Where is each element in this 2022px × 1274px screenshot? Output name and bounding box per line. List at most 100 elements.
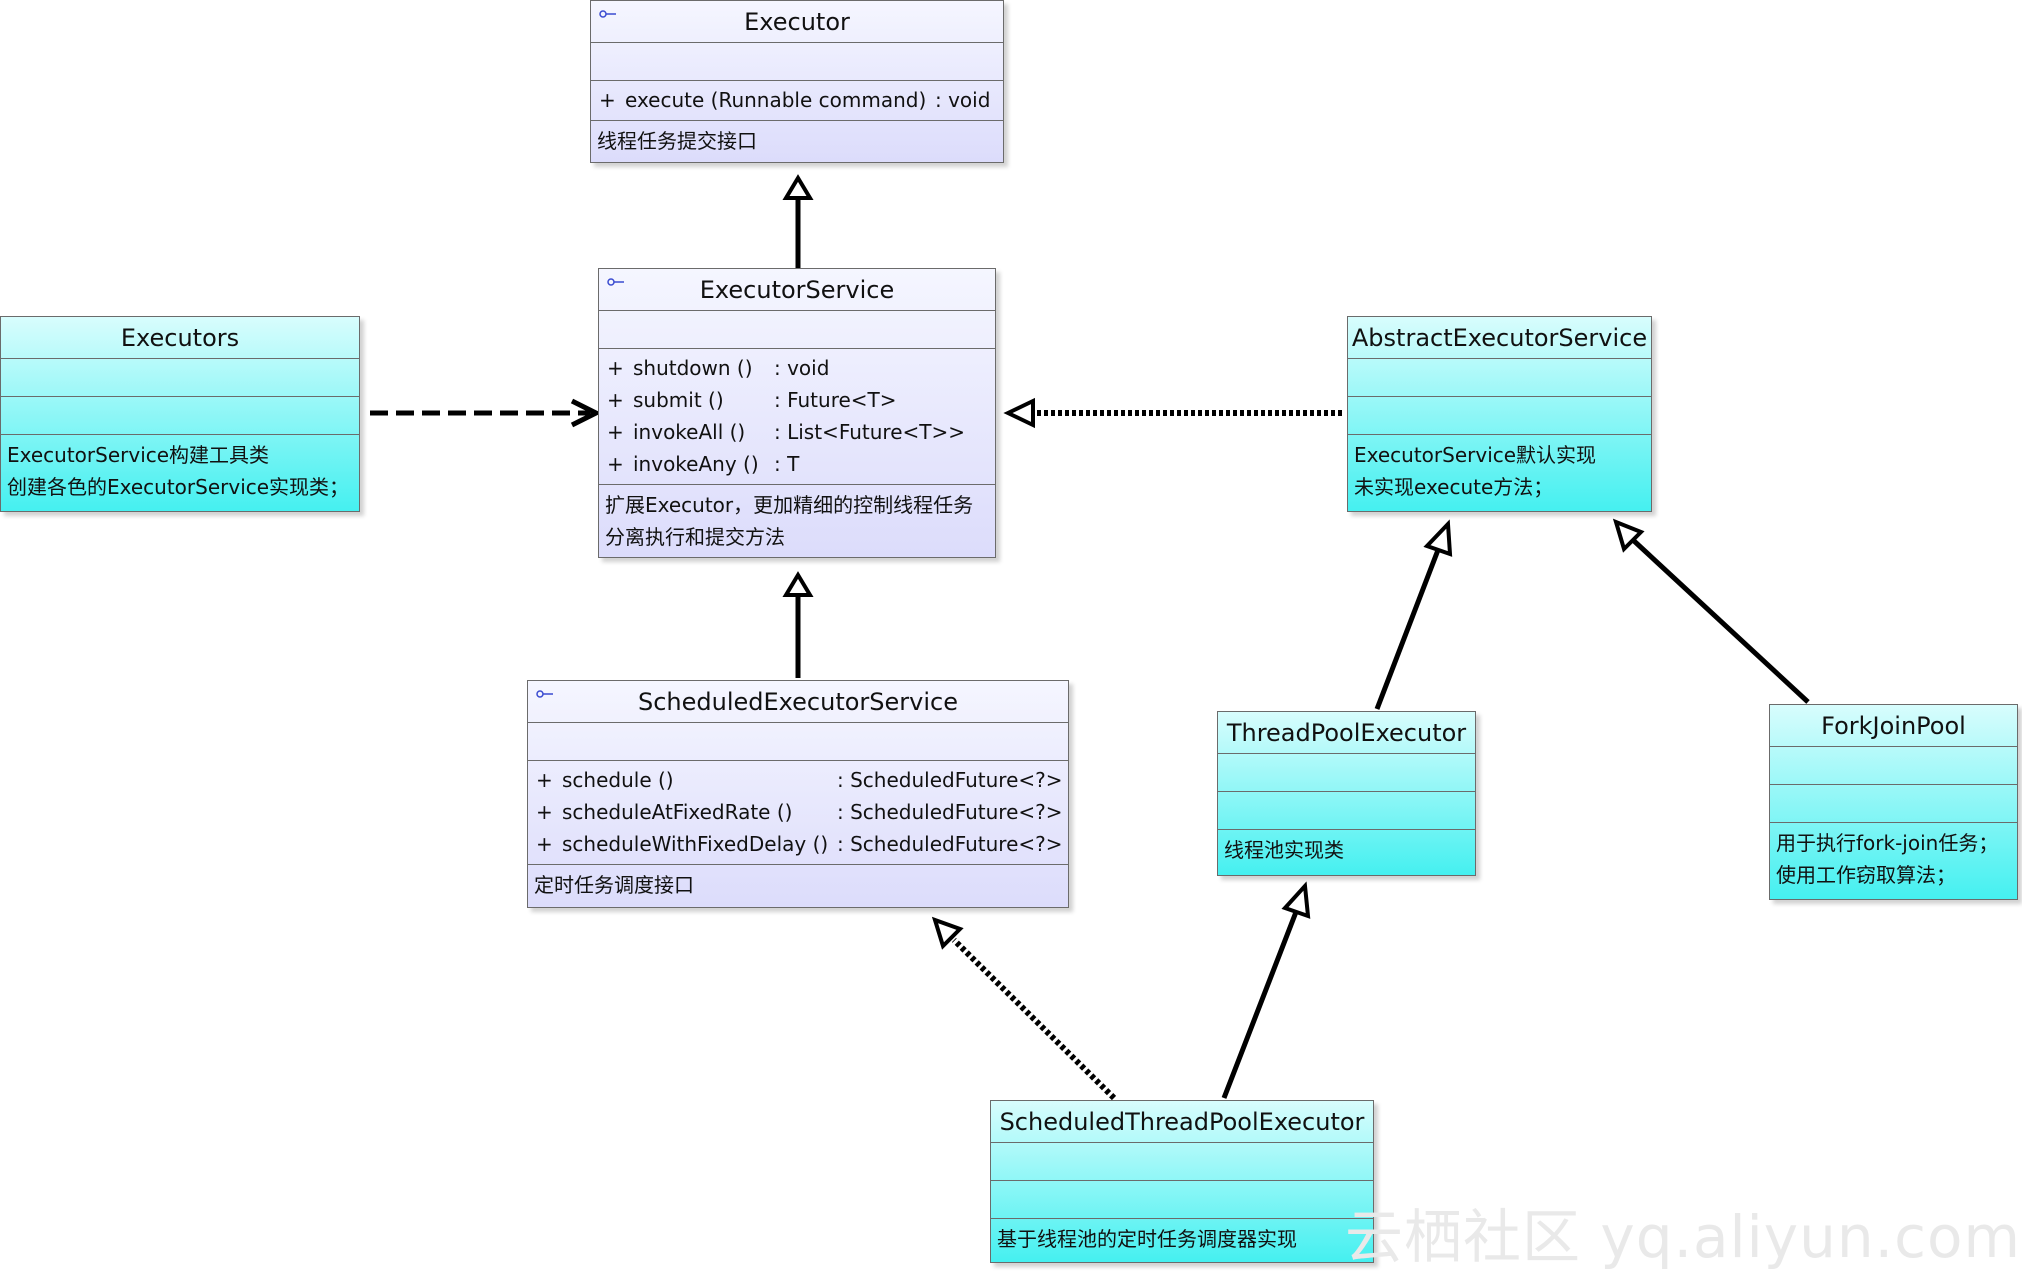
- visibility: +: [536, 832, 553, 856]
- note-compartment: 扩展Executor，更加精细的控制线程任务 分离执行和提交方法: [599, 485, 995, 559]
- interface-icon: [607, 278, 624, 286]
- class-name: Executors: [120, 324, 240, 352]
- class-scheduledthreadpoolexecutor: ScheduledThreadPoolExecutor 基于线程池的定时任务调度…: [990, 1100, 1374, 1263]
- note-compartment: 定时任务调度接口: [528, 865, 1068, 907]
- edge-threadpoolexecutor-to-abstractexecutorservice: [1374, 519, 1453, 710]
- interface-icon: [599, 10, 616, 18]
- operation-return: : T: [774, 452, 800, 476]
- operation-name: execute (Runnable command): [625, 88, 927, 112]
- operation-return: : ScheduledFuture<?>: [837, 768, 1063, 792]
- edge-scheduledthreadpoolexecutor-to-scheduledexecutorservice: [931, 916, 1117, 1101]
- class-header: ScheduledExecutorService: [528, 681, 1068, 723]
- operation-return: : ScheduledFuture<?>: [837, 800, 1063, 824]
- note-compartment: 线程任务提交接口: [591, 121, 1003, 163]
- class-name: ThreadPoolExecutor: [1226, 719, 1467, 747]
- operations-compartment: + schedule () : ScheduledFuture<?> + sch…: [528, 761, 1068, 865]
- note-line: 定时任务调度接口: [534, 873, 694, 897]
- class-header: ForkJoinPool: [1770, 705, 2017, 747]
- edge-executorservice-to-executor: [782, 174, 814, 268]
- operation-return: : ScheduledFuture<?>: [837, 832, 1063, 856]
- operation-return: : Future<T>: [774, 388, 897, 412]
- attributes-compartment: [1770, 747, 2017, 785]
- note-compartment: 基于线程池的定时任务调度器实现: [991, 1219, 1373, 1261]
- class-header: ExecutorService: [599, 269, 995, 311]
- class-header: ScheduledThreadPoolExecutor: [991, 1101, 1373, 1143]
- class-scheduledexecutorservice: ScheduledExecutorService + schedule () :…: [527, 680, 1069, 908]
- class-name: ExecutorService: [699, 276, 895, 304]
- class-header: AbstractExecutorService: [1348, 317, 1651, 359]
- operation-name: schedule (): [562, 768, 674, 792]
- note-line: 使用工作窃取算法；: [1776, 863, 1956, 887]
- class-executorservice: ExecutorService + shutdown () : void + s…: [598, 268, 996, 558]
- operation-name: invokeAny (): [633, 452, 759, 476]
- edge-scheduledexecutorservice-to-executorservice: [782, 571, 814, 678]
- operation: + scheduleAtFixedRate () : ScheduledFutu…: [528, 796, 1068, 828]
- operations-compartment: + execute (Runnable command) : void: [591, 81, 1003, 121]
- attributes-compartment: [528, 723, 1068, 761]
- operation-name: scheduleAtFixedRate (): [562, 800, 793, 824]
- edge-scheduledthreadpoolexecutor-to-threadpoolexecutor: [1221, 881, 1311, 1099]
- visibility: +: [607, 420, 624, 444]
- note-line: 线程任务提交接口: [597, 129, 757, 153]
- operation: + schedule () : ScheduledFuture<?>: [528, 764, 1068, 796]
- operation: + shutdown () : void: [599, 352, 995, 384]
- operations-compartment: + shutdown () : void + submit () : Futur…: [599, 349, 995, 485]
- visibility: +: [536, 768, 553, 792]
- attributes-compartment: [1218, 754, 1475, 792]
- class-header: ThreadPoolExecutor: [1218, 712, 1475, 754]
- operation: + execute (Runnable command) : void: [591, 84, 1003, 116]
- operations-compartment: [1770, 785, 2017, 823]
- class-header: Executor: [591, 1, 1003, 43]
- class-name: ScheduledThreadPoolExecutor: [999, 1108, 1365, 1136]
- visibility: +: [607, 388, 624, 412]
- operation-name: submit (): [633, 388, 724, 412]
- note-line: 创建各色的ExecutorService实现类；: [7, 475, 350, 499]
- operation-name: scheduleWithFixedDelay (): [562, 832, 829, 856]
- attributes-compartment: [591, 43, 1003, 81]
- class-name: ScheduledExecutorService: [638, 688, 958, 716]
- class-header: Executors: [1, 317, 359, 359]
- operation-name: shutdown (): [633, 356, 753, 380]
- note-line: 未实现execute方法；: [1354, 475, 1554, 499]
- note-line: 基于线程池的定时任务调度器实现: [997, 1227, 1297, 1251]
- class-executors: Executors ExecutorService构建工具类 创建各色的Exec…: [0, 316, 360, 512]
- operations-compartment: [1218, 792, 1475, 830]
- class-name: AbstractExecutorService: [1351, 324, 1648, 352]
- edge-executors-to-executorservice: [370, 398, 602, 428]
- class-name: ForkJoinPool: [1821, 712, 1966, 740]
- operation-return: : void: [935, 88, 991, 112]
- visibility: +: [536, 800, 553, 824]
- edge-forkjoinpool-to-abstractexecutorservice: [1612, 518, 1810, 704]
- class-threadpoolexecutor: ThreadPoolExecutor 线程池实现类: [1217, 711, 1476, 876]
- note-line: ExecutorService构建工具类: [7, 443, 270, 467]
- class-name: Executor: [744, 8, 850, 36]
- attributes-compartment: [991, 1143, 1373, 1181]
- operation-return: : List<Future<T>>: [774, 420, 965, 444]
- note-line: 分离执行和提交方法: [605, 525, 785, 549]
- watermark: 云栖社区 yq.aliyun.com: [1345, 1203, 2021, 1271]
- class-executor: Executor + execute (Runnable command) : …: [590, 0, 1004, 163]
- note-compartment: 用于执行fork-join任务； 使用工作窃取算法；: [1770, 823, 2017, 897]
- attributes-compartment: [599, 311, 995, 349]
- note-line: 用于执行fork-join任务；: [1776, 831, 1999, 855]
- operation: + scheduleWithFixedDelay () : ScheduledF…: [528, 828, 1068, 860]
- operation-return: : void: [774, 356, 830, 380]
- note-line: ExecutorService默认实现: [1354, 443, 1597, 467]
- visibility: +: [599, 88, 616, 112]
- operations-compartment: [1, 397, 359, 435]
- visibility: +: [607, 356, 624, 380]
- operation: + invokeAll () : List<Future<T>>: [599, 416, 995, 448]
- operation: + invokeAny () : T: [599, 448, 995, 480]
- note-compartment: ExecutorService默认实现 未实现execute方法；: [1348, 435, 1651, 509]
- attributes-compartment: [1, 359, 359, 397]
- operation-name: invokeAll (): [633, 420, 746, 444]
- class-forkjoinpool: ForkJoinPool 用于执行fork-join任务； 使用工作窃取算法；: [1769, 704, 2018, 900]
- operation: + submit () : Future<T>: [599, 384, 995, 416]
- attributes-compartment: [1348, 359, 1651, 397]
- edge-abstractexecutorservice-to-executorservice: [1003, 397, 1342, 429]
- class-abstractexecutorservice: AbstractExecutorService ExecutorService默…: [1347, 316, 1652, 512]
- note-line: 扩展Executor，更加精细的控制线程任务: [605, 493, 974, 517]
- note-compartment: ExecutorService构建工具类 创建各色的ExecutorServic…: [1, 435, 359, 509]
- interface-icon: [536, 690, 553, 698]
